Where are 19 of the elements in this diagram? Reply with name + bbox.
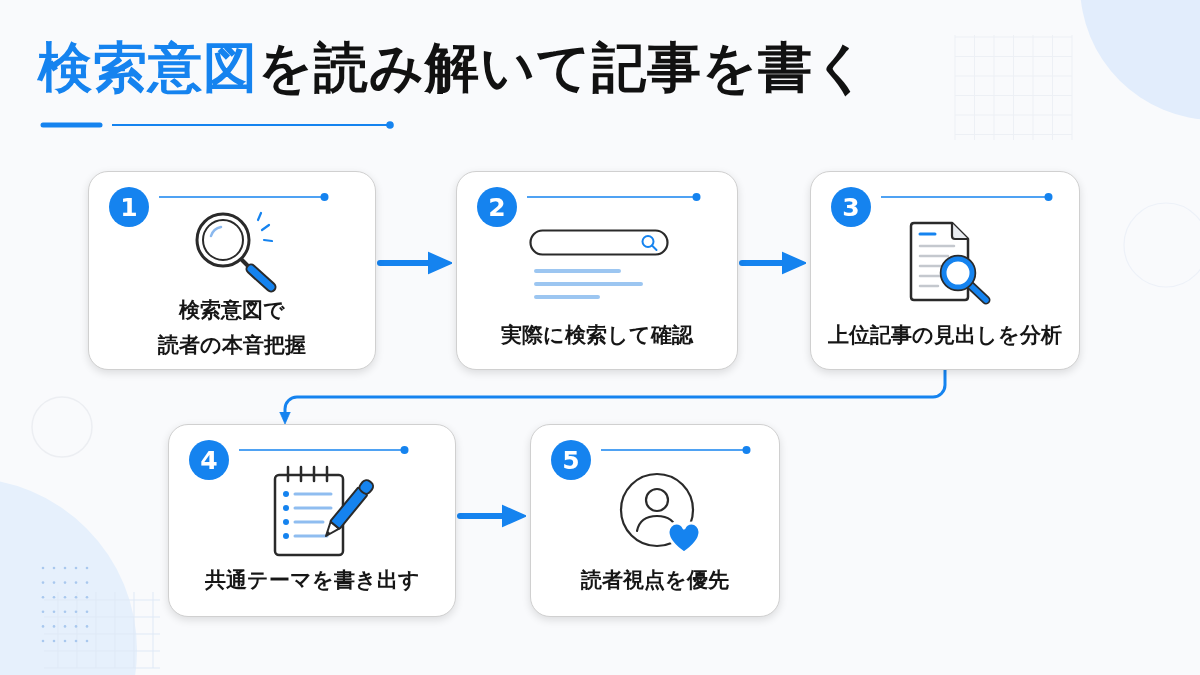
step-label: 上位記事の見出しを分析 [828,322,1062,349]
step-label: 読者視点を優先 [581,567,729,594]
step-number: 5 [551,440,591,480]
step-card [810,171,1080,370]
step-card [456,171,738,370]
arrow [377,251,455,275]
step-label: 実際に検索して確認 [501,322,693,349]
step-card [168,424,456,617]
step-number: 4 [189,440,229,480]
step-number: 1 [109,187,149,227]
step-card [88,171,376,370]
step-card [530,424,780,617]
step-label: 共通テーマを書き出す [204,567,420,594]
title: 検索意図を読み解いて記事を書く [38,36,869,101]
arrow [739,251,809,275]
step-number: 2 [477,187,517,227]
arrow [457,504,529,528]
step-label: 検索意図で読者の本音把握 [156,297,307,359]
step-number: 3 [831,187,871,227]
